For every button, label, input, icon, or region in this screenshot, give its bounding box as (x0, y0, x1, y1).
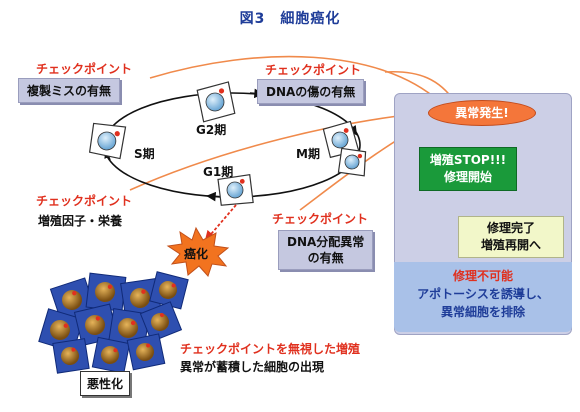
cancer-label: 癌化 (184, 247, 209, 261)
abnormal-accumulation-text: 異常が蓄積した細胞の出現 (180, 360, 325, 374)
repair-complete-box: 修理完了 増殖再開へ (458, 216, 564, 258)
cell-g2 (196, 81, 236, 123)
checkpoint-label-growth: チェックポイント (36, 194, 133, 208)
abnormal-occurrence-badge: 異常発生! (428, 100, 536, 126)
checkpoint-box-division: DNA分配異常 の有無 (278, 230, 374, 270)
checkpoint-text-growth: 増殖因子・栄養 (38, 214, 123, 228)
phase-s: S期 (134, 147, 155, 161)
division-line2: の有無 (307, 251, 344, 265)
ignore-checkpoint-text: チェックポイントを無視した増殖 (180, 342, 361, 356)
cell-s (88, 122, 127, 160)
cancer-transition-arrow (204, 204, 237, 242)
tumor-cluster (38, 271, 189, 374)
checkpoint-label-division: チェックポイント (272, 212, 369, 226)
cell-m-2 (337, 147, 367, 177)
checkpoint-label-dna-damage: チェックポイント (265, 63, 362, 77)
stop-line2: 修理開始 (443, 170, 492, 184)
impossible-title: 修理不可能 (452, 269, 513, 283)
cycle-arrow-bottom (206, 191, 221, 202)
phase-m: M期 (296, 147, 320, 161)
malignant-label: 悪性化 (80, 371, 131, 396)
cancer-starburst (166, 226, 230, 277)
checkpoint-box-dna-damage: DNAの傷の有無 (257, 79, 365, 104)
impossible-line2: 異常細胞を排除 (440, 305, 525, 319)
checkpoint-label-replication: チェックポイント (36, 62, 133, 76)
cell-g1 (217, 173, 254, 206)
impossible-line1: アポトーシスを誘導し、 (417, 287, 549, 301)
arc-growth (129, 111, 436, 191)
fixed-line1: 修理完了 (486, 221, 535, 235)
growth-stop-box: 増殖STOP!!! 修理開始 (419, 147, 517, 191)
stop-line1: 増殖STOP!!! (429, 153, 507, 167)
phase-g2: G2期 (196, 123, 227, 137)
division-line1: DNA分配異常 (287, 235, 365, 249)
repair-impossible-box: 修理不可能 アポトーシスを誘導し、 異常細胞を排除 (394, 262, 572, 332)
fixed-line2: 増殖再開へ (480, 238, 541, 252)
arc-replication (149, 55, 441, 103)
figure-title: 図3 細胞癌化 (239, 11, 341, 27)
phase-g1: G1期 (203, 165, 234, 179)
checkpoint-box-replication: 複製ミスの有無 (18, 78, 121, 103)
